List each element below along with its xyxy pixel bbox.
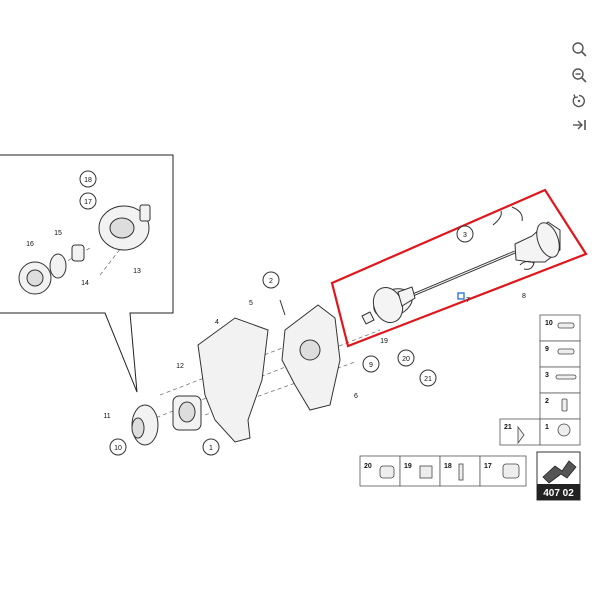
legend-labels: 10 9 3 2 21 1 20 19 18 17 bbox=[364, 320, 553, 470]
legend-19[interactable]: 19 bbox=[404, 463, 412, 470]
callout-3[interactable]: 3 bbox=[456, 225, 474, 243]
highlight-frame bbox=[330, 188, 588, 348]
svg-text:11: 11 bbox=[103, 413, 110, 420]
callout-15[interactable]: 15 bbox=[54, 230, 62, 237]
callout-13[interactable]: 13 bbox=[133, 268, 141, 275]
legend-9[interactable]: 9 bbox=[545, 346, 549, 353]
svg-text:9: 9 bbox=[369, 362, 373, 369]
callouts: 1 2 3 4 5 6 7 8 9 10 11 12 13 14 15 16 1… bbox=[26, 170, 526, 456]
legend-1[interactable]: 1 bbox=[545, 424, 549, 431]
zoom-out-icon bbox=[572, 68, 587, 83]
callout-1[interactable]: 1 bbox=[202, 438, 220, 456]
callout-7[interactable]: 7 bbox=[466, 297, 470, 304]
svg-text:8: 8 bbox=[522, 293, 526, 300]
svg-text:3: 3 bbox=[463, 232, 467, 239]
svg-text:16: 16 bbox=[26, 241, 34, 248]
page-code-label: 407 02 bbox=[543, 488, 574, 499]
svg-text:20: 20 bbox=[402, 356, 410, 363]
zoom-in-button[interactable] bbox=[566, 38, 592, 60]
callout-5[interactable]: 5 bbox=[249, 300, 253, 307]
page-code-block: 407 02 bbox=[536, 451, 581, 501]
svg-text:7: 7 bbox=[466, 297, 470, 304]
reset-view-button[interactable] bbox=[566, 90, 592, 112]
zoom-in-icon bbox=[572, 42, 587, 57]
zoom-out-button[interactable] bbox=[566, 64, 592, 86]
callout-9[interactable]: 9 bbox=[362, 355, 380, 373]
svg-text:15: 15 bbox=[54, 230, 62, 237]
svg-text:18: 18 bbox=[84, 177, 92, 184]
legend-3[interactable]: 3 bbox=[545, 372, 549, 379]
legend-2[interactable]: 2 bbox=[545, 398, 549, 405]
svg-text:4: 4 bbox=[215, 319, 219, 326]
svg-text:6: 6 bbox=[354, 393, 358, 400]
inset-parts bbox=[18, 204, 151, 295]
callout-11[interactable]: 11 bbox=[103, 413, 110, 420]
reset-view-icon bbox=[572, 94, 585, 108]
svg-text:13: 13 bbox=[133, 268, 141, 275]
callout-18[interactable]: 18 bbox=[79, 170, 97, 188]
callout-10[interactable]: 10 bbox=[109, 438, 127, 456]
legend-18[interactable]: 18 bbox=[444, 463, 452, 470]
svg-text:5: 5 bbox=[249, 300, 253, 307]
svg-text:17: 17 bbox=[84, 199, 92, 206]
callout-4[interactable]: 4 bbox=[215, 319, 219, 326]
legend-10[interactable]: 10 bbox=[545, 320, 553, 327]
svg-text:21: 21 bbox=[424, 376, 432, 383]
callout-21[interactable]: 21 bbox=[419, 369, 437, 387]
callout-6[interactable]: 6 bbox=[354, 393, 358, 400]
svg-text:14: 14 bbox=[81, 280, 89, 287]
suspension-parts bbox=[131, 299, 341, 446]
svg-text:12: 12 bbox=[176, 363, 184, 370]
svg-text:10: 10 bbox=[114, 445, 122, 452]
svg-text:2: 2 bbox=[269, 278, 273, 285]
callout-17[interactable]: 17 bbox=[79, 192, 97, 210]
callout-2[interactable]: 2 bbox=[262, 271, 280, 289]
detail-inset bbox=[0, 154, 174, 393]
callout-8[interactable]: 8 bbox=[522, 293, 526, 300]
legend-17[interactable]: 17 bbox=[484, 463, 492, 470]
callout-20[interactable]: 20 bbox=[397, 349, 415, 367]
callout-14[interactable]: 14 bbox=[81, 280, 89, 287]
legend-20[interactable]: 20 bbox=[364, 463, 372, 470]
drive-shaft-assembly bbox=[361, 206, 561, 325]
collapse-panel-icon bbox=[573, 120, 586, 130]
legend-thumbnails bbox=[379, 322, 577, 481]
svg-text:19: 19 bbox=[380, 338, 388, 345]
legend-21[interactable]: 21 bbox=[504, 424, 512, 431]
svg-text:1: 1 bbox=[209, 445, 213, 452]
callout-19[interactable]: 19 bbox=[380, 338, 388, 345]
selected-part-marker bbox=[457, 292, 465, 300]
callout-12[interactable]: 12 bbox=[176, 363, 184, 370]
collapse-panel-button[interactable] bbox=[566, 114, 592, 136]
callout-16[interactable]: 16 bbox=[26, 241, 34, 248]
